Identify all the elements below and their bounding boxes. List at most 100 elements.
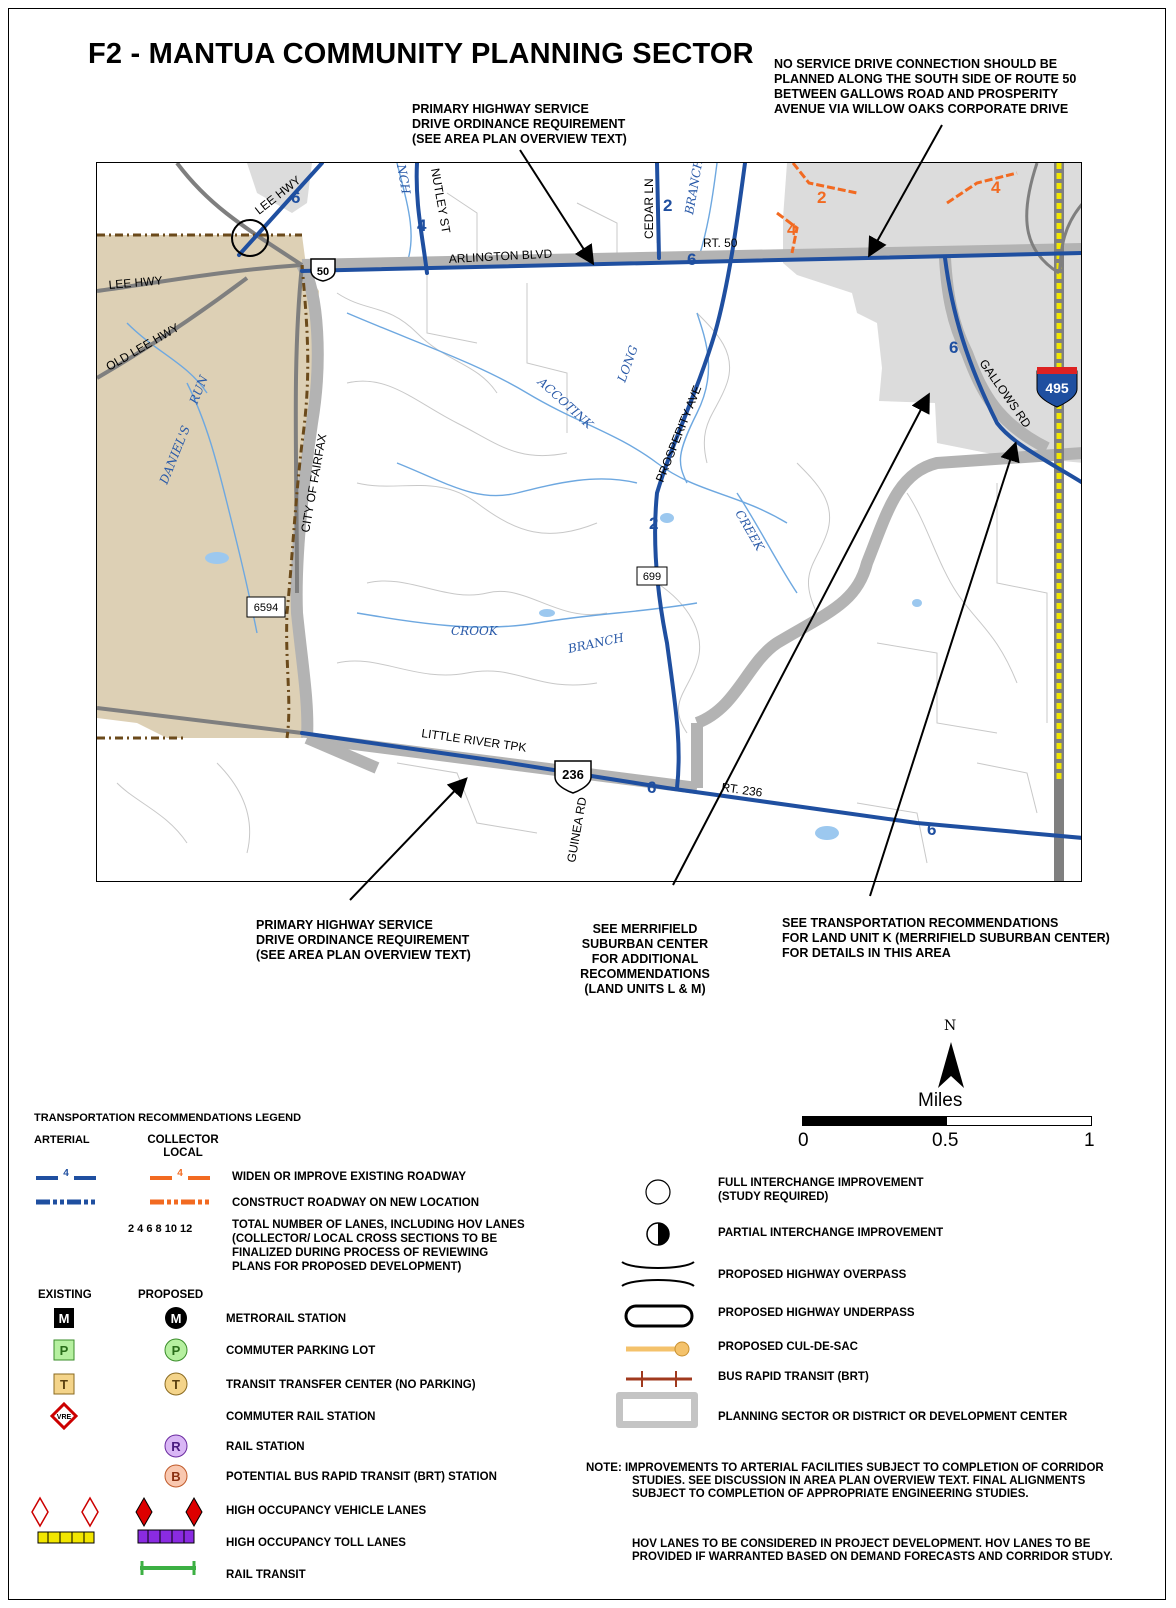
legend-line: PLANS FOR PROPOSED DEVELOPMENT) (232, 1261, 462, 1273)
shield-us50: 50 (310, 258, 336, 282)
lane-number: 2 (663, 196, 672, 215)
arterial-improvements (237, 163, 1081, 840)
north-label: N (944, 1018, 957, 1034)
map-canvas: LEE HWY LEE HWY OLD LEE HWY ARLINGTON BL… (97, 163, 1081, 881)
legend-note-line: PROVIDED IF WARRANTED BASED ON DEMAND FO… (632, 1551, 1113, 1563)
legend-symbols-left: M M P P T T VRE R B (31, 1307, 203, 1575)
legend-heading: TRANSPORTATION RECOMMENDATIONS LEGEND (34, 1112, 302, 1124)
ponds (205, 513, 922, 840)
callout-line: FOR LAND UNIT K (MERRIFIELD SUBURBAN CEN… (782, 931, 1110, 945)
note-service-drive: NO SERVICE DRIVE CONNECTION SHOULD BE PL… (774, 57, 1076, 117)
lane-number: 6 (291, 188, 300, 207)
scale-bar-black (803, 1117, 947, 1125)
hov-lanes-icons (31, 1496, 203, 1528)
legend-existing: EXISTING (38, 1289, 92, 1301)
vre-icon: VRE (57, 1414, 72, 1421)
note-primary-top: PRIMARY HIGHWAY SERVICE DRIVE ORDINANCE … (412, 102, 627, 147)
callout-line: (SEE AREA PLAN OVERVIEW TEXT) (256, 948, 471, 962)
legend-proposed: PROPOSED (138, 1289, 204, 1301)
full-interchange-marker[interactable] (231, 219, 269, 257)
lane-numbers: 6 4 2 6 2 6 6 6 (291, 188, 958, 839)
lane-number: 2 (649, 514, 658, 533)
label-rt50: RT. 50 (703, 236, 738, 250)
note-line: DRIVE ORDINANCE REQUIREMENT (412, 117, 626, 131)
transit-existing-icon: T (60, 1377, 68, 1392)
legend-lane-sample: 4 (177, 1168, 183, 1179)
label-crook: CROOK (451, 624, 499, 638)
note-line: PLANNED ALONG THE SOUTH SIDE OF ROUTE 50 (774, 72, 1077, 86)
legend-symbols-right (621, 1179, 695, 1387)
svg-text:699: 699 (643, 571, 661, 583)
parking-existing-icon: P (60, 1343, 69, 1358)
legend-arterial-samples: 4 (36, 1168, 96, 1205)
callout-line: SUBURBAN CENTER (581, 937, 709, 951)
legend-note-1: NOTE: IMPROVEMENTS TO ARTERIAL FACILITIE… (586, 1462, 1104, 1501)
merrifield-center-area (783, 163, 1081, 463)
callout-line: SEE TRANSPORTATION RECOMMENDATIONS (782, 916, 1059, 930)
legend-brt-station: POTENTIAL BUS RAPID TRANSIT (BRT) STATIO… (226, 1471, 497, 1483)
legend-note-line: STUDIES. SEE DISCUSSION IN AREA PLAN OVE… (632, 1475, 1086, 1487)
lane-number: 4 (417, 216, 427, 235)
overpass-icon (621, 1261, 695, 1287)
page-frame (8, 8, 1166, 1600)
legend-full-interchange: FULL INTERCHANGE IMPROVEMENT (STUDY REQU… (718, 1176, 924, 1204)
callout-line: (LAND UNITS L & M) (584, 982, 706, 996)
brt-station-icon: B (171, 1469, 180, 1484)
full-interchange-icon (645, 1179, 671, 1205)
label-rt236: RT. 236 (721, 780, 764, 800)
label-lee-hwy-west: LEE HWY (108, 273, 163, 292)
shield-va236: 236 (554, 760, 592, 794)
i495-interchange (1025, 163, 1081, 275)
callout-arrows (349, 124, 1020, 901)
legend-partial-interchange: PARTIAL INTERCHANGE IMPROVEMENT (718, 1227, 944, 1239)
scale-bar (802, 1116, 1092, 1126)
note-line: (SEE AREA PLAN OVERVIEW TEXT) (412, 132, 627, 146)
callout-land-unit-k: SEE TRANSPORTATION RECOMMENDATIONS FOR L… (782, 916, 1110, 961)
callout-line: DRIVE ORDINANCE REQUIREMENT (256, 933, 470, 947)
scale-tick-05: 0.5 (932, 1130, 959, 1151)
scale-tick-0: 0 (798, 1130, 809, 1151)
label-cedar-ln: CEDAR LN (642, 178, 656, 239)
transit-proposed-icon: T (172, 1377, 180, 1392)
legend-line: TOTAL NUMBER OF LANES, INCLUDING HOV LAN… (232, 1219, 525, 1231)
legend-planning-sector: PLANNING SECTOR OR DISTRICT OR DEVELOPME… (718, 1411, 1068, 1423)
legend-transit-center: TRANSIT TRANSFER CENTER (NO PARKING) (226, 1379, 476, 1391)
legend-cul-de-sac: PROPOSED CUL-DE-SAC (718, 1341, 858, 1353)
legend-rail-station: RAIL STATION (226, 1441, 305, 1453)
scale-title: Miles (918, 1090, 963, 1111)
fairfax-city-boundary (285, 264, 310, 739)
underpass-icon (624, 1304, 694, 1328)
legend-rail-transit: RAIL TRANSIT (226, 1569, 306, 1581)
metro-proposed-icon: M (171, 1311, 182, 1326)
legend-note-line: NOTE: IMPROVEMENTS TO ARTERIAL FACILITIE… (586, 1462, 1104, 1474)
svg-text:6594: 6594 (254, 602, 278, 614)
parking-proposed-icon: P (172, 1343, 181, 1358)
metro-existing-icon: M (59, 1311, 70, 1326)
map-panel[interactable]: LEE HWY LEE HWY OLD LEE HWY ARLINGTON BL… (96, 162, 1082, 882)
legend-hot: HIGH OCCUPANCY TOLL LANES (226, 1537, 406, 1549)
legend-brt: BUS RAPID TRANSIT (BRT) (718, 1371, 869, 1383)
callout-primary-bottom: PRIMARY HIGHWAY SERVICE DRIVE ORDINANCE … (256, 918, 471, 963)
legend-col-arterial: ARTERIAL (34, 1134, 90, 1146)
legend-note-line: HOV LANES TO BE CONSIDERED IN PROJECT DE… (632, 1538, 1091, 1550)
lane-number: 6 (647, 778, 656, 797)
scale-tick-1: 1 (1084, 1130, 1095, 1151)
legend-underpass: PROPOSED HIGHWAY UNDERPASS (718, 1307, 915, 1319)
legend-line: FULL INTERCHANGE IMPROVEMENT (718, 1177, 924, 1189)
legend-commuter-rail: COMMUTER RAIL STATION (226, 1411, 376, 1423)
legend-overpass: PROPOSED HIGHWAY OVERPASS (718, 1269, 907, 1281)
partial-interchange-icon (646, 1222, 670, 1246)
legend-widen: WIDEN OR IMPROVE EXISTING ROADWAY (232, 1171, 467, 1183)
legend-col-line: COLLECTOR (147, 1134, 219, 1146)
label-arlington-blvd: ARLINGTON BLVD (448, 247, 553, 266)
route-699-marker: 699 (636, 566, 668, 586)
north-arrow-icon (938, 1042, 964, 1088)
legend-note-2: HOV LANES TO BE CONSIDERED IN PROJECT DE… (632, 1538, 1113, 1564)
note-line: BETWEEN GALLOWS ROAD AND PROSPERITY (774, 87, 1059, 101)
legend-construct: CONSTRUCT ROADWAY ON NEW LOCATION (232, 1197, 480, 1209)
legend-line: FINALIZED DURING PROCESS OF REVIEWING (232, 1247, 489, 1259)
streams (126, 163, 798, 634)
callout-line: FOR DETAILS IN THIS AREA (782, 946, 951, 960)
rail-station-icon: R (171, 1439, 181, 1454)
legend-hov: HIGH OCCUPANCY VEHICLE LANES (226, 1505, 427, 1517)
